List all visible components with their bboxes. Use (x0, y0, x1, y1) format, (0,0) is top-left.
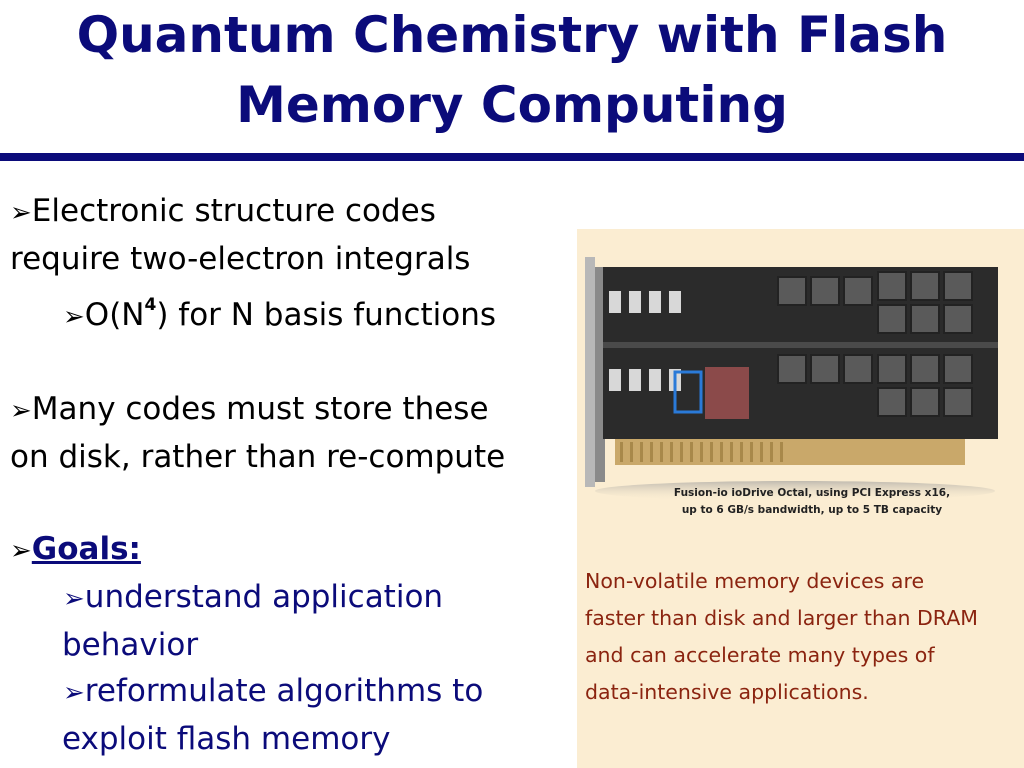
title-line-2: Memory Computing (236, 76, 788, 134)
title-line-1: Quantum Chemistry with Flash (76, 6, 948, 64)
arrow-bullet-icon: ➢ (63, 302, 85, 332)
goal-item: ➢understand application (63, 579, 444, 615)
goal-continuation: behavior (62, 627, 199, 663)
image-caption: Fusion-io ioDrive Octal, using PCI Expre… (673, 487, 951, 516)
arrow-bullet-icon: ➢ (10, 396, 32, 426)
pci-flash-card-image (585, 257, 998, 501)
arrow-bullet-icon: ➢ (10, 198, 32, 228)
goal-continuation: exploit flash memory (62, 721, 391, 757)
bullet-item: ➢Many codes must store these (10, 391, 489, 427)
goals-heading: ➢Goals: (10, 531, 141, 567)
bullet-list: ➢Electronic structure codes require two-… (10, 188, 575, 762)
sub-bullet-item: ➢O(N4) for N basis functions (63, 295, 497, 333)
title-divider (0, 153, 1024, 161)
flash-card-panel: Fusion-io ioDrive Octal, using PCI Expre… (577, 229, 1024, 768)
arrow-bullet-icon: ➢ (10, 536, 32, 566)
bullet-continuation: require two-electron integrals (10, 241, 471, 277)
slide-title: Quantum Chemistry with Flash Memory Comp… (0, 0, 1024, 150)
goal-item: ➢reformulate algorithms to (63, 673, 484, 709)
arrow-bullet-icon: ➢ (63, 678, 85, 708)
arrow-bullet-icon: ➢ (63, 584, 85, 614)
bullet-item: ➢Electronic structure codes (10, 193, 436, 229)
panel-description: Non-volatile memory devices are faster t… (585, 569, 978, 704)
superscript: 4 (144, 295, 157, 315)
bullet-continuation: on disk, rather than re-compute (10, 439, 506, 475)
